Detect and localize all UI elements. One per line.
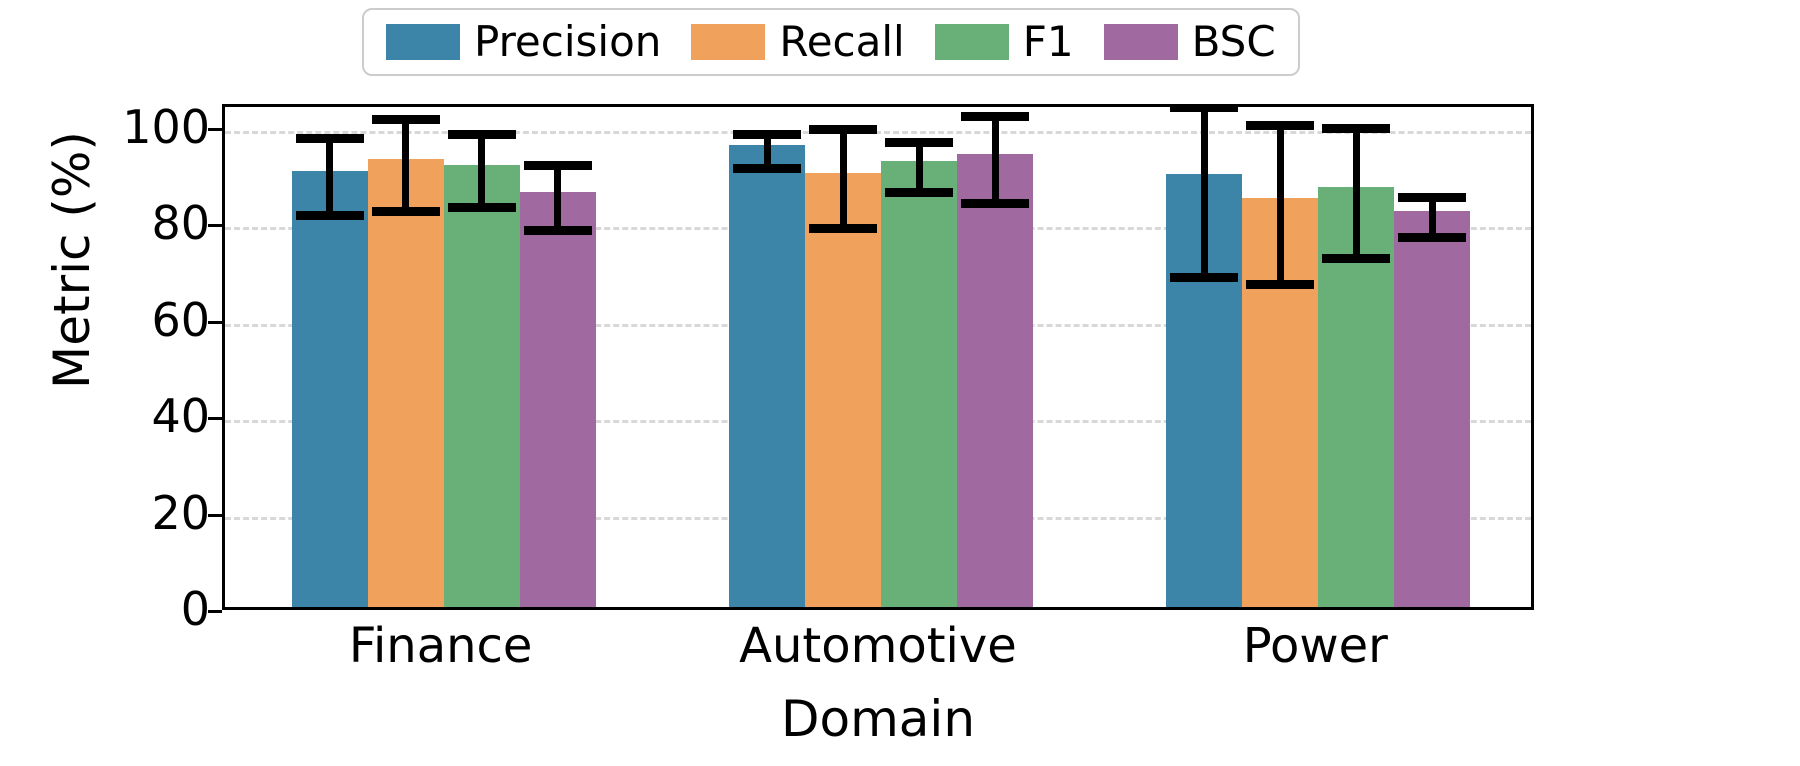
error-bar-cap-upper xyxy=(1246,120,1315,130)
error-bar-stem xyxy=(478,134,486,207)
error-bar-stem xyxy=(1428,196,1436,238)
error-bar-cap-upper xyxy=(447,130,516,140)
error-bar-cap-lower xyxy=(809,224,877,234)
error-bar-cap-upper xyxy=(523,161,592,171)
legend-entry-precision[interactable]: Precision xyxy=(386,21,661,63)
error-bar-stem xyxy=(1276,124,1284,284)
legend-entry-f1[interactable]: F1 xyxy=(934,17,1074,66)
error-bar-stem xyxy=(915,141,923,192)
error-bar-stem xyxy=(763,134,771,169)
plot-frame xyxy=(222,104,1534,610)
x-tick-label-power: Power xyxy=(1242,618,1388,674)
y-tick-label: 20 xyxy=(151,485,210,540)
error-bar-cap-upper xyxy=(961,112,1029,122)
legend-label: BSC xyxy=(1191,17,1276,66)
error-bar-cap-upper xyxy=(295,134,364,144)
y-tick-label: 60 xyxy=(151,292,210,347)
chart-legend: Precision Recall F1 BSC xyxy=(362,8,1300,76)
y-gridline xyxy=(225,131,1531,135)
error-bar-cap-lower xyxy=(295,211,364,221)
error-bar-cap-lower xyxy=(371,207,440,217)
error-bar-cap-upper xyxy=(733,130,801,140)
bar-recall-finance xyxy=(367,158,444,607)
error-bar-stem xyxy=(402,118,410,212)
error-bar-cap-upper xyxy=(1398,192,1467,202)
bar-bsc-power xyxy=(1394,210,1471,607)
error-bar-stem xyxy=(839,129,847,229)
error-bar-cap-lower xyxy=(1398,233,1467,243)
x-axis-label: Domain xyxy=(780,690,976,748)
bar-bsc-finance xyxy=(519,191,596,607)
error-bar-cap-lower xyxy=(523,225,592,235)
error-bar-stem xyxy=(991,116,999,203)
legend-label: F1 xyxy=(1022,17,1074,66)
legend-label: Recall xyxy=(779,17,905,66)
legend-swatch-icon xyxy=(691,24,766,60)
error-bar-cap-lower xyxy=(733,164,801,174)
error-bar-cap-lower xyxy=(885,187,953,197)
bar-recall-automotive xyxy=(805,172,881,607)
x-tick-label-finance: Finance xyxy=(348,618,533,674)
legend-entry-bsc[interactable]: BSC xyxy=(1103,17,1276,66)
error-bar-stem xyxy=(1200,107,1208,278)
legend-swatch-icon xyxy=(934,24,1009,60)
error-bar-cap-lower xyxy=(961,198,1029,208)
error-bar-cap-upper xyxy=(1170,107,1239,112)
legend-label: Precision xyxy=(474,17,662,66)
bar-f1-automotive xyxy=(881,160,957,607)
plot-area xyxy=(225,107,1531,607)
error-bar-cap-lower xyxy=(1170,273,1239,283)
error-bar-stem xyxy=(554,165,562,230)
error-bar-stem xyxy=(1352,128,1360,259)
bar-precision-automotive xyxy=(729,145,805,607)
legend-entry-recall[interactable]: Recall xyxy=(691,17,905,66)
y-tick-mark xyxy=(208,513,222,517)
y-tick-mark xyxy=(208,128,222,132)
y-tick-label: 80 xyxy=(151,196,210,251)
y-tick-mark xyxy=(208,610,222,613)
error-bar-cap-upper xyxy=(371,114,440,124)
error-bar-cap-upper xyxy=(885,137,953,147)
error-bar-stem xyxy=(326,138,334,216)
legend-swatch-icon xyxy=(386,24,460,60)
legend-swatch-icon xyxy=(1103,24,1178,60)
y-tick-mark xyxy=(208,224,222,228)
x-tick-label-automotive: Automotive xyxy=(739,618,1017,674)
y-tick-label: 0 xyxy=(180,582,210,636)
error-bar-cap-lower xyxy=(1322,254,1391,264)
y-axis-label: Metric (%) xyxy=(43,131,101,389)
y-tick-mark xyxy=(208,417,222,421)
error-bar-cap-upper xyxy=(1322,124,1391,134)
y-tick-label: 40 xyxy=(151,389,210,444)
y-tick-mark xyxy=(208,320,222,324)
bar-f1-finance xyxy=(443,164,520,607)
bar-precision-finance xyxy=(291,170,368,607)
bar-bsc-automotive xyxy=(957,153,1033,607)
error-bar-cap-lower xyxy=(1246,279,1315,289)
y-tick-label: 100 xyxy=(122,100,210,155)
error-bar-cap-upper xyxy=(809,125,877,135)
error-bar-cap-lower xyxy=(447,202,516,212)
